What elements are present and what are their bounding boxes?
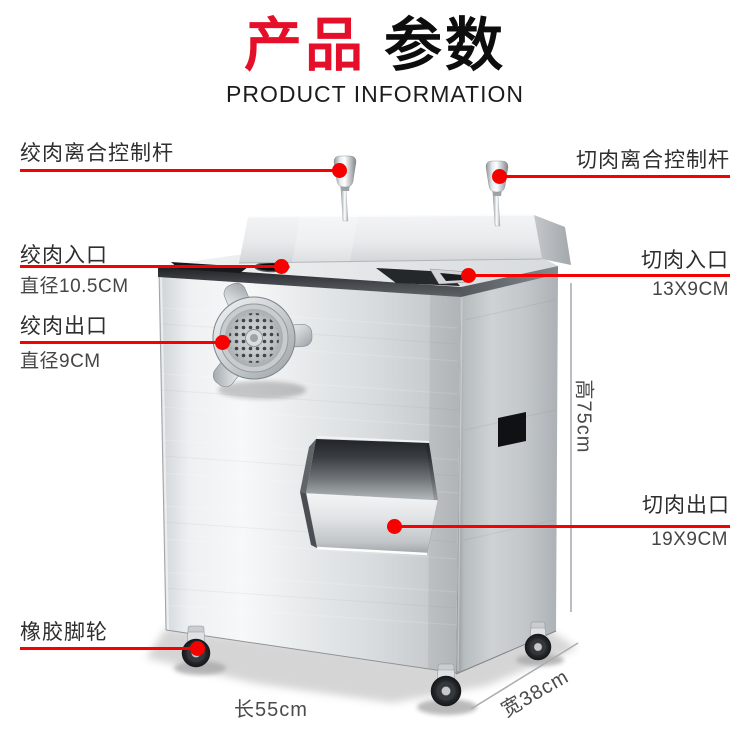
leader-line-grind-lever	[20, 169, 339, 172]
side-panel	[456, 269, 558, 674]
grinder-head	[212, 282, 313, 399]
leader-dot-grind-inlet	[274, 259, 289, 274]
leader-dot-cut-inlet	[461, 268, 476, 283]
leader-line-rubber-casters	[20, 647, 198, 650]
page-subtitle: PRODUCT INFORMATION	[226, 80, 524, 107]
width-dimension-line	[470, 642, 579, 710]
backsplash-front	[239, 215, 542, 263]
leader-dot-grind-outlet	[215, 335, 230, 350]
backsplash	[238, 214, 571, 265]
outlet-chute	[300, 436, 439, 556]
label-rubber-casters: 橡胶脚轮	[20, 621, 108, 644]
leader-line-grind-outlet	[20, 341, 223, 344]
page-title: 产品参数	[0, 14, 750, 78]
label-grind-lever: 绞肉离合控制杆	[20, 142, 174, 165]
label-cut-outlet: 切肉出口	[642, 494, 730, 517]
dimension-cut-inlet: 13X9CM	[652, 279, 729, 300]
caster-front-right	[430, 663, 462, 707]
dimension-cut-outlet: 19X9CM	[651, 529, 728, 550]
leader-line-grind-inlet	[20, 265, 282, 268]
leader-line-cut-lever	[499, 175, 730, 178]
dimension-grind-inlet: 直径10.5CM	[20, 276, 129, 297]
brushed-texture	[161, 290, 461, 673]
header: 产品参数 PRODUCT INFORMATION	[0, 14, 750, 108]
title-rest: 参数	[384, 13, 507, 78]
leader-dot-cut-outlet	[387, 519, 402, 534]
leader-dot-grind-lever	[332, 163, 347, 178]
label-cut-lever: 切肉离合控制杆	[576, 149, 730, 172]
leader-dot-cut-lever	[492, 169, 507, 184]
label-cut-inlet: 切肉入口	[641, 249, 729, 272]
dimension-length: 长55cm	[234, 699, 308, 721]
label-grind-inlet: 绞肉入口	[20, 244, 108, 267]
counter-rim-front	[158, 266, 461, 297]
leader-dot-rubber-casters	[190, 641, 205, 656]
leader-line-cut-outlet	[394, 525, 730, 528]
dimension-grind-outlet: 直径9CM	[20, 351, 101, 372]
side-handle-cutout	[498, 412, 526, 447]
leader-line-cut-inlet	[468, 274, 730, 277]
title-accent: 产品	[243, 13, 366, 78]
label-grind-outlet: 绞肉出口	[20, 315, 108, 338]
counter-rim-right	[461, 266, 558, 297]
dimension-height: 高75cm	[572, 379, 595, 454]
backsplash-side	[534, 215, 571, 265]
caster-rear-right	[524, 621, 552, 661]
